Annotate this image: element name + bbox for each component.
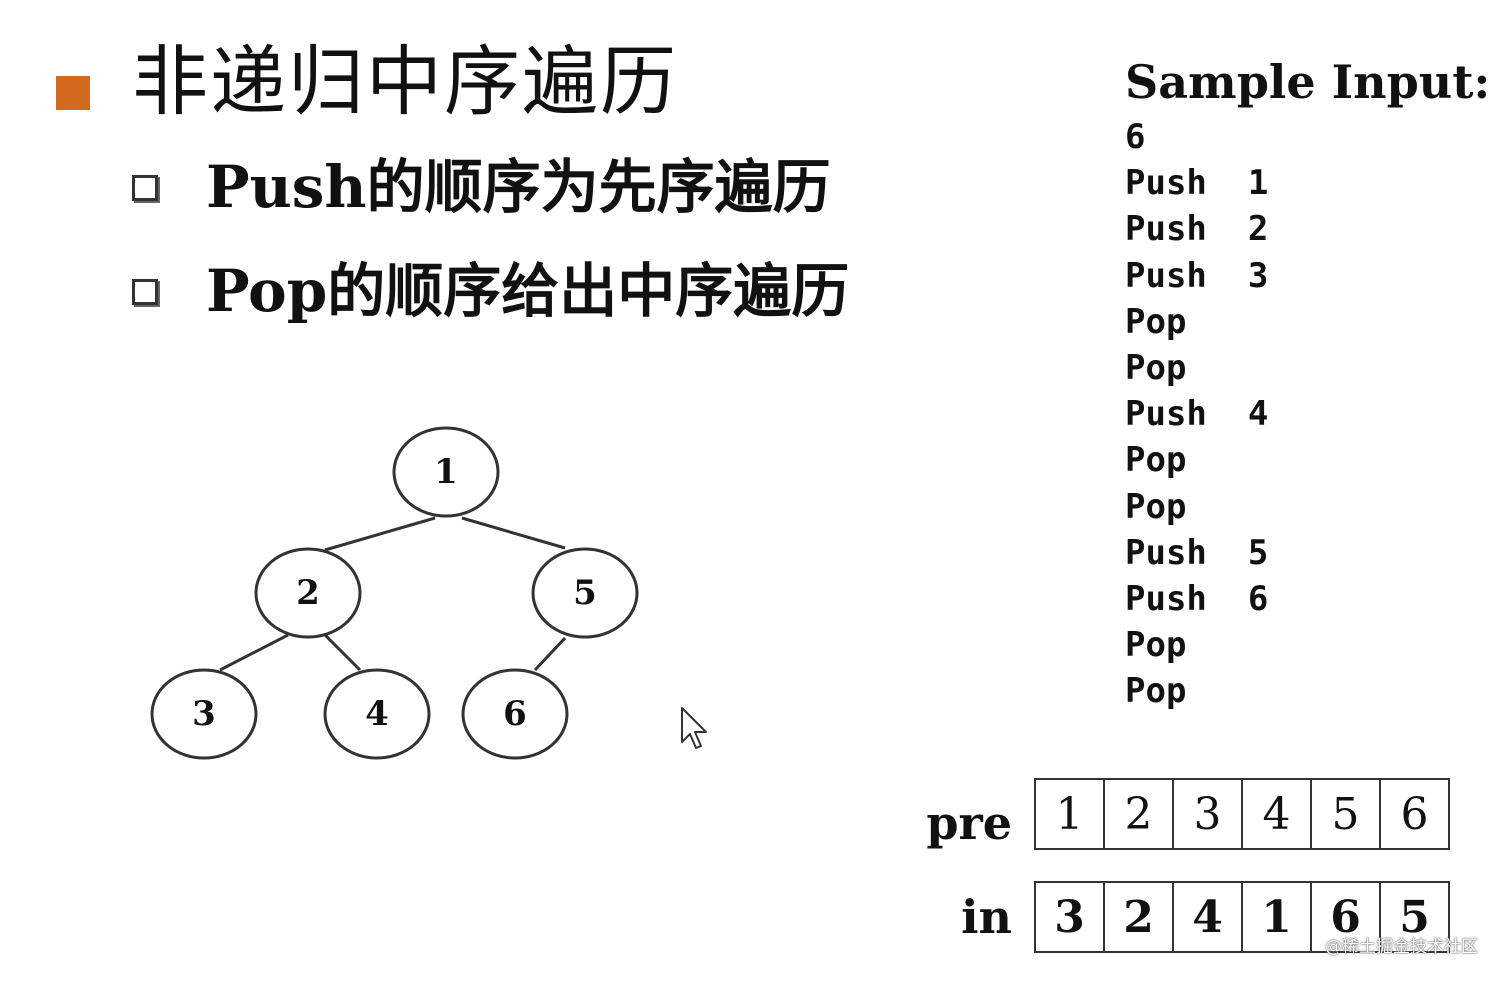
sample-line: Pop — [1125, 347, 1187, 388]
hollow-square-bullet-icon — [132, 175, 158, 201]
watermark: @稀土掘金技术社区 — [1325, 937, 1478, 957]
svg-text:1: 1 — [434, 452, 458, 492]
sample-input-panel: Sample Input: 6 Push 1 Push 2 Push 3 Pop… — [1125, 52, 1505, 714]
pre-order-cell: 4 — [1243, 780, 1312, 848]
hollow-square-bullet-icon — [132, 279, 158, 305]
sample-line: Push 3 — [1125, 255, 1269, 296]
slide-title: 非递归中序遍历 — [132, 37, 678, 126]
in-order-label: in — [961, 890, 1012, 944]
sample-line: Pop — [1125, 301, 1187, 342]
in-order-cell: 1 — [1243, 883, 1312, 951]
bullet-point-pop: Pop的顺序给出中序遍历 — [132, 256, 849, 326]
svg-text:2: 2 — [296, 573, 320, 613]
in-order-cell: 3 — [1036, 883, 1105, 951]
tree-node-3: 3 — [150, 668, 258, 760]
sample-line: Push 6 — [1125, 578, 1269, 619]
pre-order-cell: 5 — [1312, 780, 1381, 848]
sample-line: Push 1 — [1125, 163, 1269, 204]
tree-node-5: 5 — [531, 547, 639, 639]
sample-line: Pop — [1125, 625, 1187, 666]
pre-order-cell: 6 — [1400, 788, 1429, 840]
in-order-array: 3 2 4 1 6 5 — [1034, 881, 1450, 953]
sample-line: Pop — [1125, 486, 1187, 527]
svg-text:5: 5 — [573, 573, 597, 613]
sample-line: Push 5 — [1125, 532, 1269, 573]
bullet-text: Push的顺序为先序遍历 — [206, 153, 831, 221]
pre-order-cell: 1 — [1036, 780, 1105, 848]
sample-line: 6 — [1125, 117, 1146, 157]
mouse-pointer-icon — [681, 707, 707, 749]
in-order-cell: 5 — [1399, 891, 1430, 943]
svg-text:4: 4 — [365, 694, 389, 734]
bullet-point-push: Push的顺序为先序遍历 — [132, 152, 831, 222]
pre-order-label: pre — [926, 796, 1012, 850]
sample-line: Pop — [1125, 671, 1187, 712]
sample-line: Push 4 — [1125, 394, 1269, 435]
tree-edge — [323, 633, 362, 672]
tree-edge — [533, 636, 567, 672]
tree-node-4: 4 — [323, 668, 431, 760]
svg-text:6: 6 — [503, 694, 527, 734]
sample-input-title: Sample Input: — [1125, 55, 1491, 109]
sample-input-lines: 6 Push 1 Push 2 Push 3 Pop Pop Push 4 Po… — [1125, 114, 1505, 714]
tree-node-2: 2 — [254, 547, 362, 639]
bullet-text: Pop的顺序给出中序遍历 — [206, 257, 850, 325]
tree-edge — [461, 516, 566, 550]
tree-edge — [324, 516, 436, 552]
tree-edge — [219, 633, 289, 672]
sample-line: Push 2 — [1125, 209, 1269, 250]
sample-line: Pop — [1125, 440, 1187, 481]
pre-order-cell: 2 — [1105, 780, 1174, 848]
binary-tree-diagram: 1 2 5 3 4 6 — [150, 426, 639, 760]
pre-order-array: 1 2 3 4 5 6 — [1034, 778, 1450, 850]
in-order-cell: 2 — [1105, 883, 1174, 951]
in-order-cell: 4 — [1174, 883, 1243, 951]
tree-node-6: 6 — [461, 668, 569, 760]
svg-text:3: 3 — [192, 694, 216, 734]
square-bullet-icon — [56, 76, 90, 110]
in-order-cell: 6 — [1312, 883, 1381, 951]
pre-order-cell: 3 — [1174, 780, 1243, 848]
tree-node-1: 1 — [392, 426, 500, 518]
